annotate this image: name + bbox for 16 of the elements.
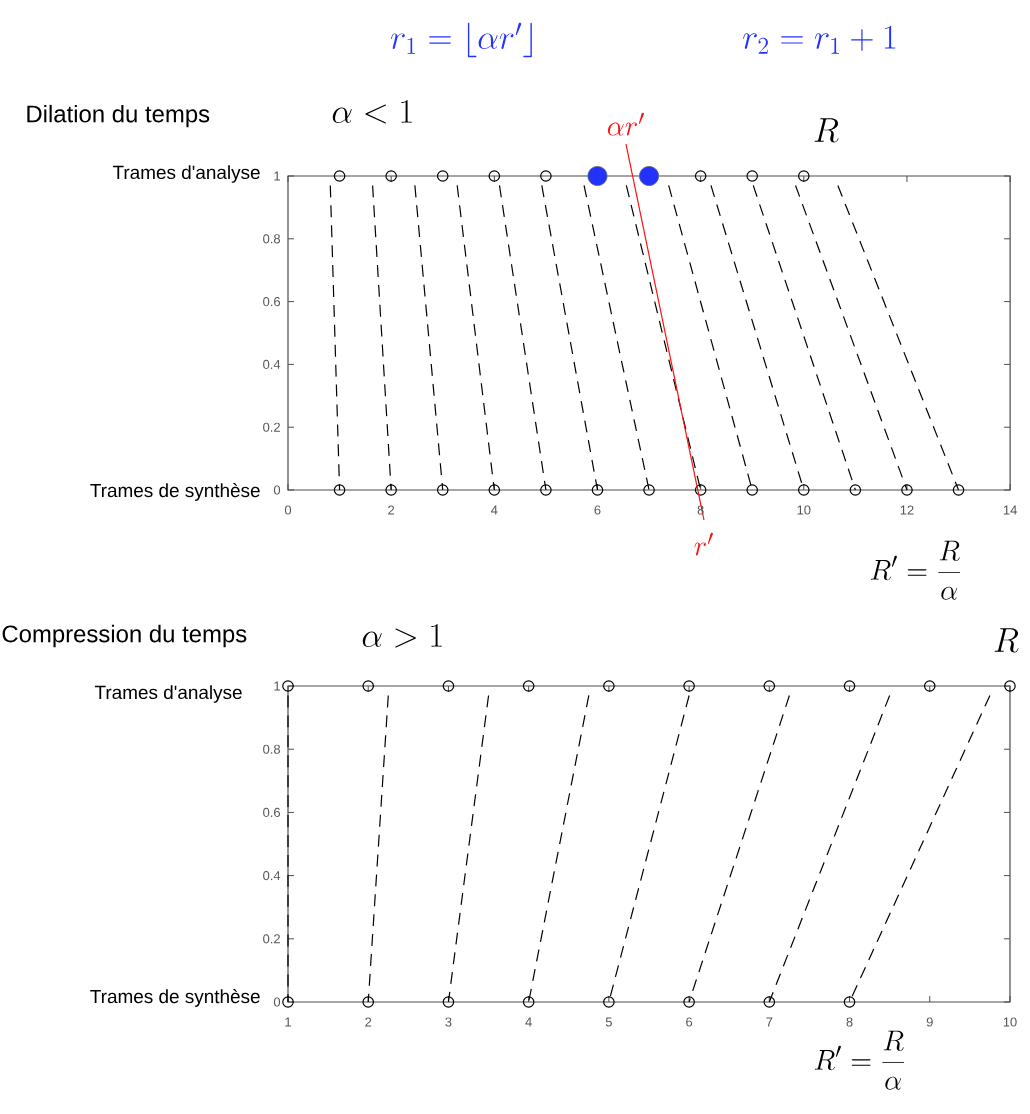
formula: $R$ xyxy=(814,118,839,143)
axis-label: Trames d'analyse xyxy=(94,685,242,703)
formula: $r_2 = r_1 + 1$ xyxy=(743,25,896,54)
formula: $r'$ xyxy=(694,532,713,556)
formula: $\alpha > 1$ xyxy=(362,623,442,648)
axis-label: Trames d'analyse xyxy=(112,165,260,183)
formula: $\alpha r'$ xyxy=(607,112,644,136)
formula: $\alpha < 1$ xyxy=(332,99,412,124)
panel-heading: Dilation du temps xyxy=(27,104,210,128)
axis-label: Trames de synthèse xyxy=(90,989,260,1007)
formula: $R' = \frac{R}{\alpha}$ xyxy=(870,540,960,600)
formula: $r_1 = \lfloor \alpha r' \rfloor$ xyxy=(391,22,532,58)
panel-heading: Compression du temps xyxy=(2,624,247,648)
axis-label: Trames de synthèse xyxy=(90,483,260,501)
formula: $R$ xyxy=(994,628,1019,653)
formula: $R' = \frac{R}{\alpha}$ xyxy=(814,1030,904,1090)
